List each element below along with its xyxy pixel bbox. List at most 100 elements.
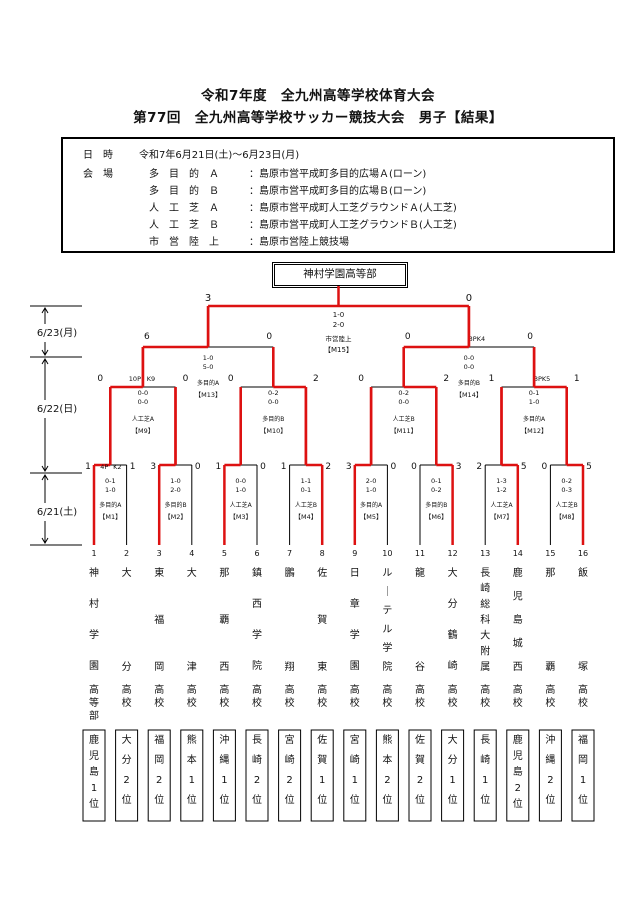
score: 3 [456,462,462,472]
score: 5 [586,462,592,472]
venue-name: 市 営 陸 上 [149,237,219,248]
match-venue: 人工芝A [132,415,155,423]
score: 1 [489,374,495,384]
team-school: 高校 [545,683,555,709]
team-seed-box [375,729,399,822]
match-id: 【M13】 [195,391,222,399]
score: 1 [216,462,222,472]
team-number: 16 [578,549,588,558]
team-school: 高校 [480,683,490,709]
team-school: 高校 [578,683,588,709]
score: 0 [97,374,103,384]
team-name: 長崎総科大附属 [480,567,490,673]
tournament-subtitle: 第77回 全九州高等学校サッカー競技大会 男子【結果】 [133,110,503,126]
team-number: 5 [222,549,227,558]
score: 2 [443,374,449,384]
score: 0 [542,462,548,472]
date-arrow-head [41,349,49,356]
half-score: 2-0 [366,477,377,485]
score: 0 [527,332,533,342]
date-label: 6/23(月) [37,327,77,339]
half-score: 1-0 [366,486,377,494]
half-score: 0-0 [235,477,246,485]
venue-name: 多 目 的 Ｂ [149,186,219,197]
team-seed-box [278,729,302,822]
match-venue: 人工芝A [230,501,253,509]
half-score: 0-1 [431,477,442,485]
half-score: 5-0 [203,363,214,371]
score: 0 [195,462,201,472]
team-seed-box [506,729,530,822]
date-label: 日 時 [83,150,113,161]
score: 2 [325,462,331,472]
team-number: 10 [382,549,392,558]
score: 2 [476,462,482,472]
venue-detail: ：島原市営平成町人工芝グラウンドＡ(人工芝) [249,203,457,214]
match-id: 【M2】 [164,513,187,521]
score: 3 [150,462,156,472]
half-score: 0-2 [431,486,442,494]
info-box: 日 時 令和7年6月21日(土)～6月23日(月) 会 場 多 目 的 Ａ ：島… [61,137,615,253]
match-id: 【M5】 [360,513,383,521]
half-score: 1-0 [203,354,214,362]
team-seed-box [473,729,497,822]
team-name: 飯塚 [578,566,588,673]
team-seed-box [245,729,269,822]
team-name: 龍谷 [415,566,425,673]
team-name: 鵬翔 [285,566,295,673]
score: 3 [346,462,352,472]
team-seed-box [343,729,367,822]
team-name: 大分鶴崎 [448,566,458,672]
venue-name: 人 工 芝 Ｂ [149,220,219,231]
score: 5 [521,462,527,472]
date-arrow-head [41,537,49,544]
score: 0 [228,374,234,384]
score: 1 [281,462,287,472]
team-number: 1 [91,549,96,558]
date-label: 6/22(日) [37,404,77,415]
team-number: 4 [189,549,194,558]
match-venue: 多目的A [197,379,220,387]
team-number: 2 [124,549,129,558]
half-score: 1-3 [496,477,507,485]
match-venue: 多目的A [99,501,122,509]
pk-score: K9 [147,375,155,383]
score: 0 [358,374,364,384]
team-name: 佐賀東 [317,567,327,673]
team-seed-box [538,729,562,822]
team-name: 日章学園 [350,568,360,672]
half-score: 0-1 [301,486,312,494]
team-school: 高校 [187,683,197,709]
team-school: 高等部 [89,683,99,722]
team-seed-box [441,729,465,822]
score: 0 [260,462,266,472]
team-name: 鹿児島城西 [513,566,523,673]
team-number: 9 [352,549,357,558]
team-number: 6 [254,549,259,558]
half-score: 2-0 [333,321,344,329]
score: 1 [130,462,136,472]
match-venue: 人工芝B [295,501,317,509]
score: 0 [266,332,272,342]
score: 1 [85,462,91,472]
tournament-title: 令和7年度 全九州高等学校体育大会 [201,88,435,104]
half-score: 0-1 [105,477,116,485]
team-seed-box [180,729,204,822]
match-venue: 人工芝A [490,501,513,509]
half-score: 1-2 [496,486,507,494]
venue-detail: ：島原市営平成町多目的広場Ｂ(ローン) [249,186,427,197]
match-venue: 多目的B [262,415,284,423]
date-arrow-head [41,358,49,365]
match-venue: 市営陸上 [326,334,353,343]
